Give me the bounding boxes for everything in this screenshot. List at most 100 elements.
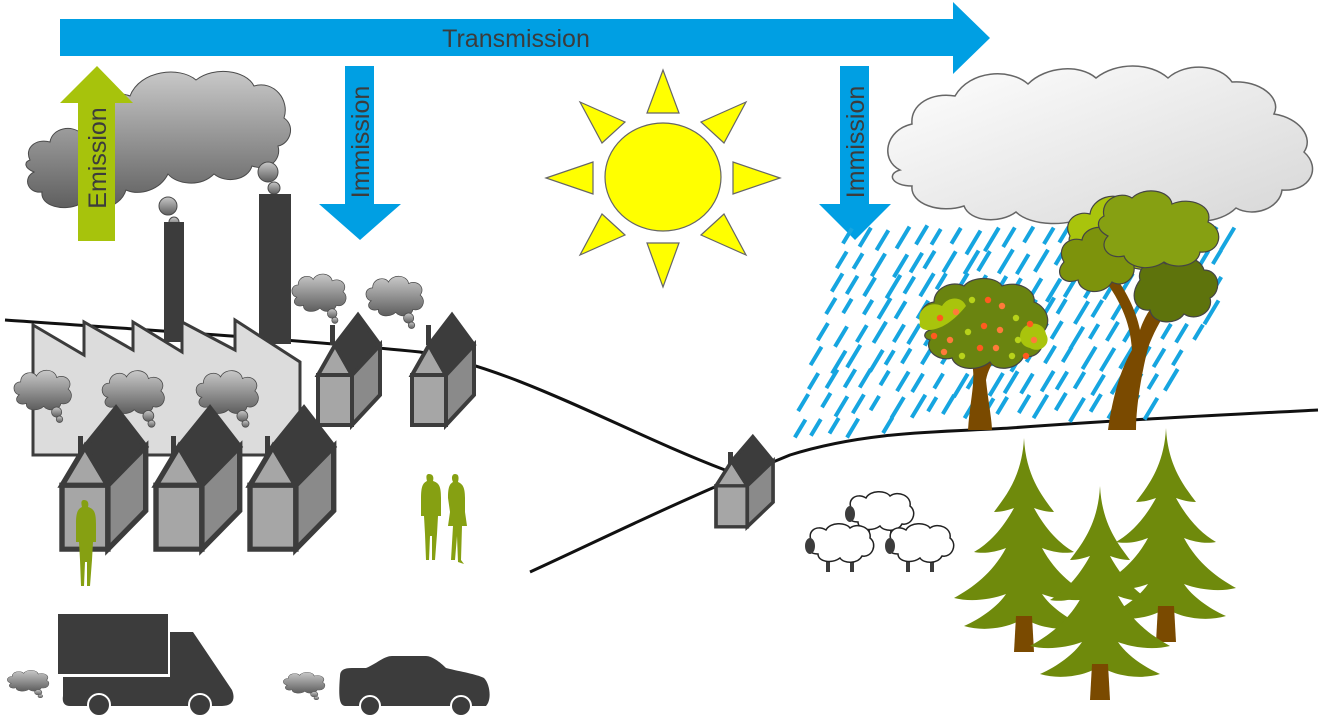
- rain-streak: [824, 296, 838, 316]
- rain-streak: [1072, 371, 1087, 390]
- rain-streak: [851, 252, 865, 270]
- rain-streak: [1171, 349, 1184, 367]
- apple: [976, 344, 984, 352]
- rain-streak: [1080, 345, 1098, 371]
- rain-streak: [995, 396, 1009, 416]
- rain-streak: [830, 272, 845, 293]
- rain-streak: [815, 322, 830, 342]
- apples: [930, 296, 1038, 360]
- immission-right-label: Immission: [842, 86, 870, 199]
- exhaust-smoke: [7, 669, 50, 699]
- chimney-right: [259, 194, 291, 344]
- apple: [980, 322, 988, 330]
- rain-streak: [1042, 226, 1056, 246]
- rain-streak: [889, 396, 906, 420]
- rain-streak: [1055, 298, 1068, 315]
- rain-streak: [834, 250, 849, 270]
- rain-streak: [1192, 323, 1205, 341]
- transmission-arrow: Transmission: [60, 2, 990, 74]
- rain-streak: [874, 229, 891, 252]
- rain-streak: [1146, 373, 1160, 391]
- rain-streak: [876, 297, 893, 320]
- rain-streak: [892, 253, 910, 279]
- rain-streak: [906, 323, 922, 346]
- rain-streak: [1002, 370, 1020, 395]
- apple: [984, 296, 992, 304]
- smoke-puff: [365, 275, 424, 329]
- sheep-flock: [804, 490, 955, 573]
- emission-label: Emission: [84, 107, 112, 208]
- rain-streak: [909, 393, 928, 419]
- rain-streak: [908, 251, 924, 274]
- chimney-left: [164, 222, 184, 342]
- rain-streak: [1039, 370, 1056, 393]
- rain-streak: [862, 276, 877, 298]
- rain-streak: [1015, 253, 1031, 276]
- rain-streak: [926, 396, 939, 413]
- rain-streak: [1202, 299, 1221, 326]
- rain-streak: [1060, 345, 1074, 364]
- apple: [1026, 320, 1034, 328]
- apple-tree: [919, 277, 1049, 430]
- rain-streak: [842, 368, 858, 389]
- rain-streak: [1163, 368, 1180, 392]
- rain-streak: [1160, 322, 1173, 340]
- apple: [1014, 336, 1022, 344]
- rain-streak: [833, 325, 849, 348]
- rain-streak: [884, 273, 903, 300]
- rain-streak: [1099, 347, 1117, 373]
- rain-streak: [1142, 396, 1160, 421]
- rain-streak: [883, 349, 896, 366]
- ground-line-lower: [529, 408, 1319, 574]
- rain-streak: [910, 372, 925, 394]
- rain-streak: [1174, 322, 1189, 344]
- rain-streak: [987, 372, 1005, 397]
- house: [316, 313, 382, 427]
- sheep: [804, 522, 875, 573]
- rain-streak: [845, 417, 861, 439]
- exhaust-smoke: [283, 671, 326, 701]
- rain-streak: [793, 418, 808, 439]
- immission-arrow-right: Immission: [819, 66, 891, 240]
- rain-streak: [878, 369, 891, 387]
- house: [410, 313, 476, 427]
- rain-streak: [881, 416, 895, 435]
- sheep: [884, 522, 955, 573]
- rain-streak: [1022, 225, 1036, 244]
- rain-streak: [932, 372, 945, 390]
- rain-streak: [869, 252, 887, 278]
- village-house: [714, 434, 775, 529]
- rain-streak: [902, 275, 917, 295]
- rain-streak: [941, 250, 958, 274]
- apple: [996, 326, 1004, 334]
- rain-streak: [806, 372, 821, 391]
- rain-streak: [1090, 299, 1104, 319]
- rain-streak: [841, 297, 854, 315]
- rain-streak: [1151, 347, 1167, 369]
- rain-streak: [1088, 393, 1103, 413]
- car: [283, 656, 490, 716]
- apple: [964, 328, 972, 336]
- apple: [1008, 352, 1016, 360]
- rain-streak: [983, 226, 1001, 253]
- rain-streak: [934, 272, 948, 291]
- rain-streak: [827, 416, 841, 435]
- emission-arrow: Emission: [60, 66, 133, 241]
- apple: [958, 352, 966, 360]
- rain-streak: [976, 250, 992, 273]
- rain-streak: [857, 226, 873, 248]
- rain-streak: [1054, 370, 1069, 391]
- transmission-label: Transmission: [442, 25, 590, 53]
- rain-streak: [892, 323, 906, 344]
- rain-streak: [844, 274, 860, 296]
- apple: [936, 314, 944, 322]
- apple: [930, 332, 938, 340]
- immission-left-label: Immission: [347, 86, 375, 199]
- rain-streak: [1068, 396, 1086, 423]
- rain-streak: [1053, 391, 1068, 412]
- truck: [7, 612, 234, 716]
- apple: [952, 308, 960, 316]
- rain-streak: [1090, 373, 1106, 397]
- rain-streak: [1073, 300, 1090, 325]
